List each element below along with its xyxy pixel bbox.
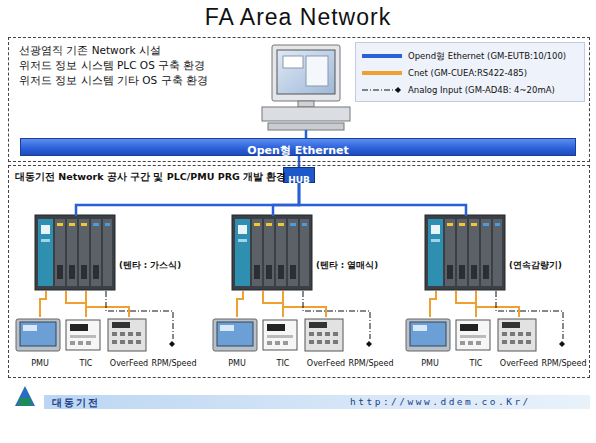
field-device: PMU: [212, 317, 262, 369]
connector: [273, 183, 299, 216]
legend-text: Cnet (GM-CUEA:RS422-485): [408, 67, 527, 79]
device-label: RPM/Speed: [539, 359, 589, 368]
connector: [299, 183, 466, 216]
device-label: PMU: [212, 359, 262, 368]
legend-swatch: [362, 54, 402, 58]
field-device: PMU: [405, 317, 455, 369]
device-label: OverFeed: [107, 359, 151, 368]
field-device: OverFeed: [304, 317, 348, 369]
connector: [456, 291, 476, 317]
connector: [476, 291, 519, 317]
footer-text: 대동기전: [52, 396, 100, 410]
device-label: OverFeed: [497, 359, 541, 368]
plc-rack: (텐타 : 열매식): [233, 216, 313, 291]
device-label: PMU: [405, 359, 455, 368]
network-region: 대동기전 Network 공사 구간 및 PLC/PMU PRG 개발 환경 (텐…: [8, 165, 590, 378]
device-label: TIC: [262, 359, 304, 368]
connector: [106, 291, 173, 339]
region-note: 선광염직 기존 Network 시설: [19, 44, 161, 58]
field-device: TIC: [455, 317, 497, 369]
rack-label: (텐타 : 가스식): [119, 260, 181, 272]
device-label: OverFeed: [304, 359, 348, 368]
hub-box: HUB: [283, 167, 315, 183]
bus-label: Open형 Ethernet: [247, 143, 348, 159]
region-title: 대동기전 Network 공사 구간 및 PLC/PMU PRG 개발 환경: [15, 171, 286, 184]
legend-text: Opend형 Ethernet (GM-EUTB:10/100): [408, 50, 566, 62]
connector: [496, 291, 563, 339]
field-device: TIC: [262, 317, 304, 369]
rack-label: (텐타 : 열매식): [316, 260, 378, 272]
connector: [86, 291, 129, 317]
footer-text: http://www.ddem.co.Kr/: [350, 396, 531, 407]
legend-text: Analog Input (GM-AD4B: 4~20mA): [408, 84, 555, 96]
field-device: OverFeed: [497, 317, 541, 369]
rack-label: (연속감량기): [509, 260, 562, 272]
field-device: OverFeed: [107, 317, 151, 369]
device-label: TIC: [455, 359, 497, 368]
device-label: RPM/Speed: [346, 359, 396, 368]
region-note: 위저드 정보 시스템 PLC OS 구축 환경: [19, 59, 205, 73]
sensor-point: RPM/Speed: [346, 339, 396, 369]
sensor-point: RPM/Speed: [539, 339, 589, 369]
sensor-point: RPM/Speed: [149, 339, 199, 369]
connector: [76, 183, 299, 216]
field-device: PMU: [15, 317, 65, 369]
field-device: TIC: [65, 317, 107, 369]
connector: [303, 291, 370, 339]
device-label: PMU: [15, 359, 65, 368]
legend-line-sample: [362, 83, 402, 97]
connector: [237, 291, 243, 317]
legend-box: Opend형 Ethernet (GM-EUTB:10/100) Cnet (GM…: [355, 42, 585, 102]
connector: [430, 291, 436, 317]
region-note: 위저드 정보 시스템 기타 OS 구축 환경: [19, 74, 208, 88]
connector: [66, 291, 86, 317]
connector: [40, 291, 46, 317]
plc-rack: (연속감량기): [426, 216, 506, 291]
hub-label: HUB: [288, 173, 310, 187]
diagram-title: FA Area Network: [0, 4, 596, 31]
plc-rack: (텐타 : 가스식): [36, 216, 116, 291]
device-label: TIC: [65, 359, 107, 368]
connector: [283, 291, 326, 317]
device-label: RPM/Speed: [149, 359, 199, 368]
ethernet-bus: Open형 Ethernet: [20, 138, 576, 156]
connector: [263, 291, 283, 317]
legend-swatch: [362, 71, 402, 75]
